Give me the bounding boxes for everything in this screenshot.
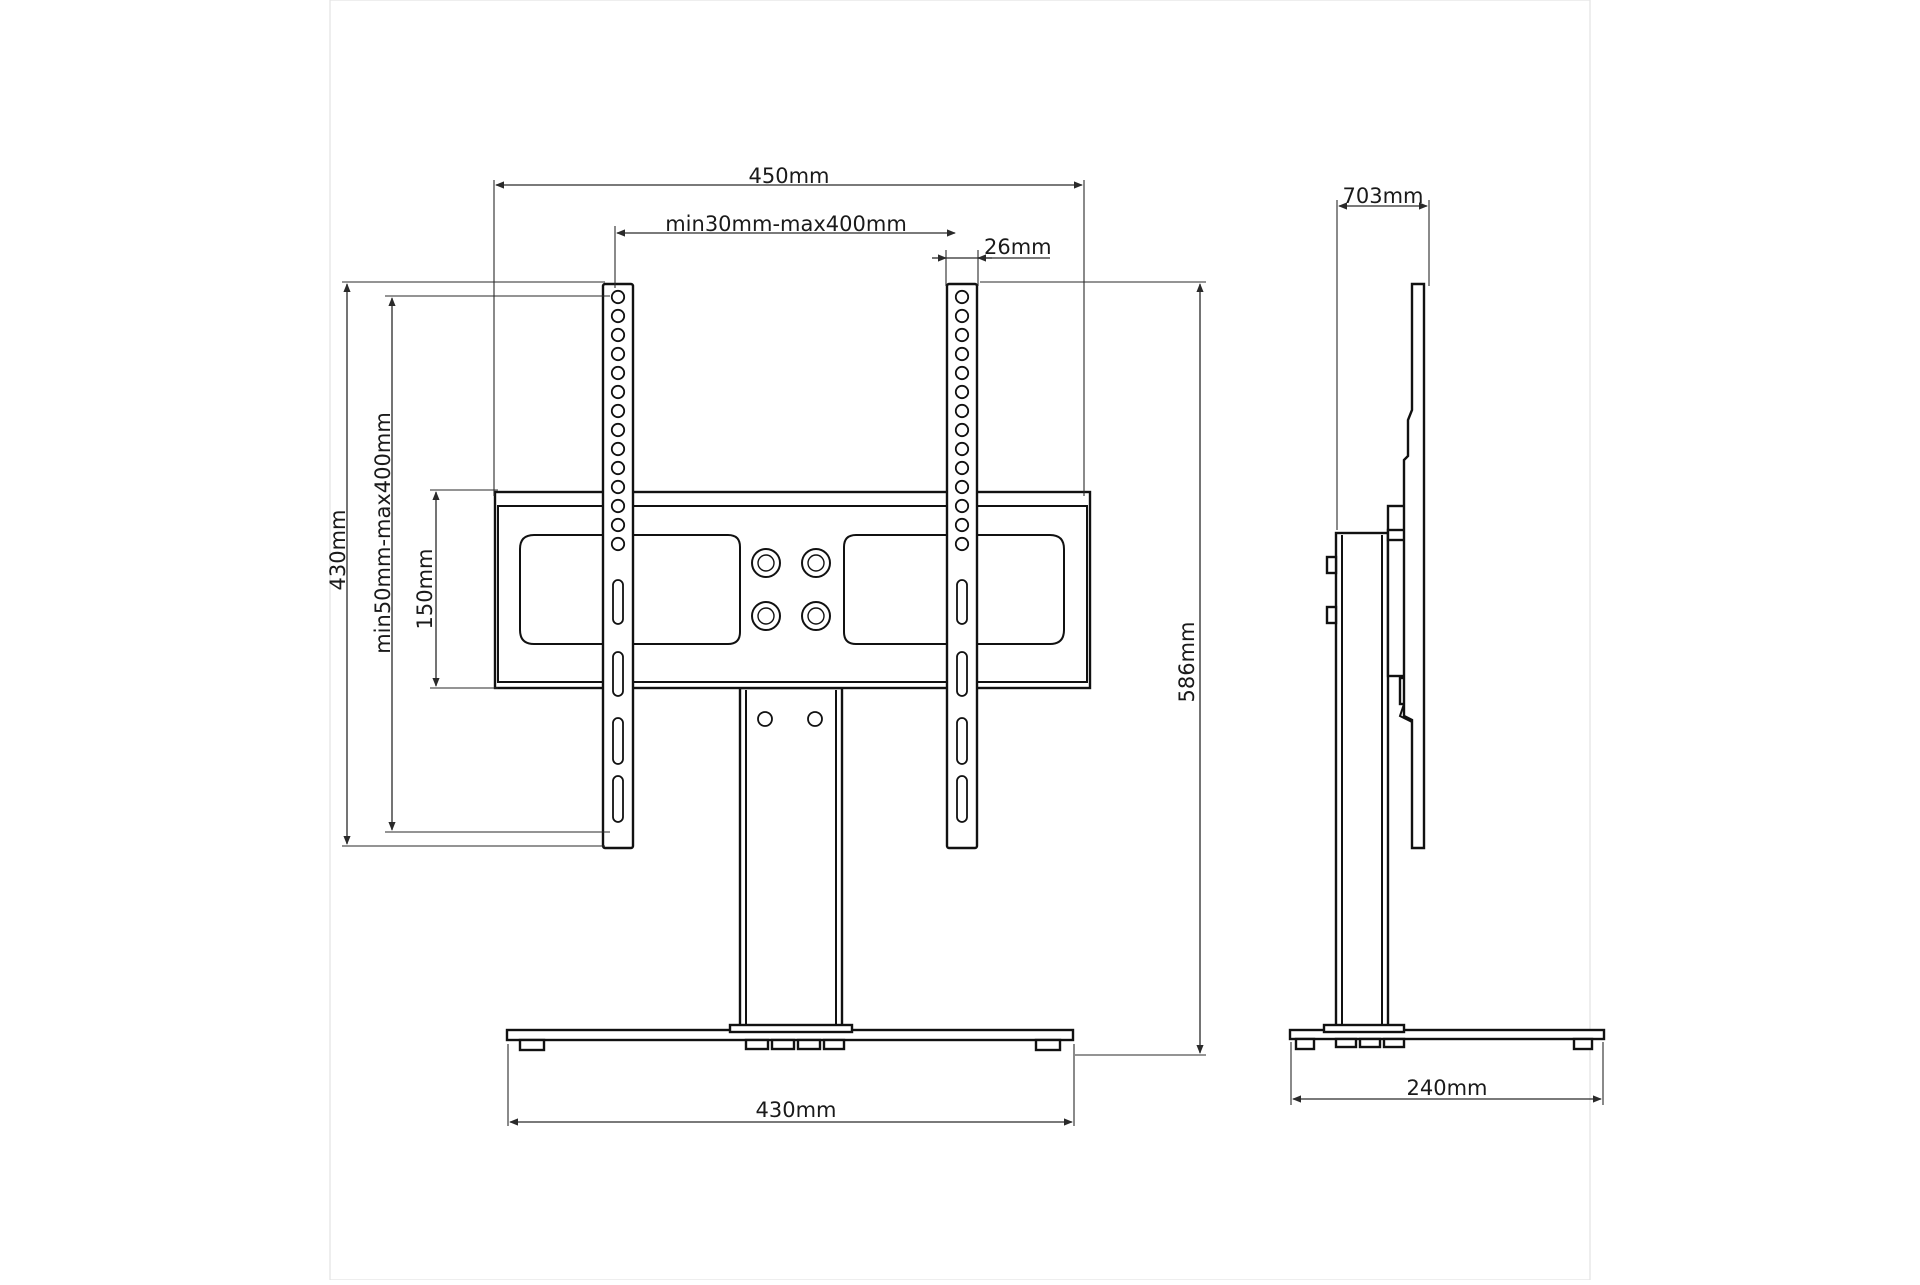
arm-hole — [954, 346, 970, 362]
dimension-lines: 450mm min30mm-max400mm 26mm 430mm min50m… — [326, 164, 1604, 1126]
arm-hole — [610, 308, 626, 324]
arm-hole — [610, 365, 626, 381]
dim-vesa-vertical: min50mm-max400mm — [371, 412, 395, 654]
arm-hole — [954, 365, 970, 381]
arm-hole — [954, 498, 970, 514]
arm-hole — [610, 289, 626, 305]
arm-hole — [954, 403, 970, 419]
arm-hole — [610, 346, 626, 362]
arm-hole — [610, 403, 626, 419]
arm-hole — [610, 517, 626, 533]
arm-hole — [954, 308, 970, 324]
arm-hole — [610, 498, 626, 514]
arm-slot — [956, 579, 968, 625]
arm-slot — [956, 775, 968, 823]
base-plate — [505, 1023, 1075, 1052]
right-arm — [945, 282, 979, 850]
arm-hole — [610, 441, 626, 457]
arm-hole — [954, 327, 970, 343]
arm-hole — [610, 327, 626, 343]
dim-vesa-horizontal: min30mm-max400mm — [665, 212, 907, 236]
mounting-plate — [493, 490, 1092, 690]
arm-slot — [612, 717, 624, 765]
arm-slot — [956, 651, 968, 697]
arm-hole — [610, 422, 626, 438]
arm-hole — [954, 422, 970, 438]
arm-hole — [610, 479, 626, 495]
dim-arm-width: 26mm — [984, 235, 1052, 259]
left-arm — [601, 282, 635, 850]
dim-total-height: 586mm — [1175, 622, 1199, 703]
front-view — [493, 282, 1092, 1052]
dim-plate-height: 150mm — [413, 549, 437, 630]
arm-slot — [956, 717, 968, 765]
arm-slot — [612, 579, 624, 625]
arm-hole — [954, 536, 970, 552]
arm-slot — [612, 775, 624, 823]
dim-base-width: 430mm — [756, 1098, 837, 1122]
arm-hole — [954, 460, 970, 476]
vesa-knobs — [751, 548, 831, 631]
dim-top-width: 450mm — [749, 164, 830, 188]
stand-column — [738, 686, 844, 1032]
arm-hole — [610, 460, 626, 476]
arm-hole — [954, 517, 970, 533]
arm-hole — [954, 479, 970, 495]
dim-side-base-depth: 240mm — [1407, 1076, 1488, 1100]
arm-hole — [610, 384, 626, 400]
side-view — [1288, 282, 1606, 1051]
arm-slot — [612, 651, 624, 697]
arm-hole — [610, 536, 626, 552]
arm-hole — [954, 441, 970, 457]
dim-side-depth: 703mm — [1343, 184, 1424, 208]
arm-hole — [954, 289, 970, 305]
arm-hole — [954, 384, 970, 400]
dim-bracket-height: 430mm — [326, 510, 350, 591]
